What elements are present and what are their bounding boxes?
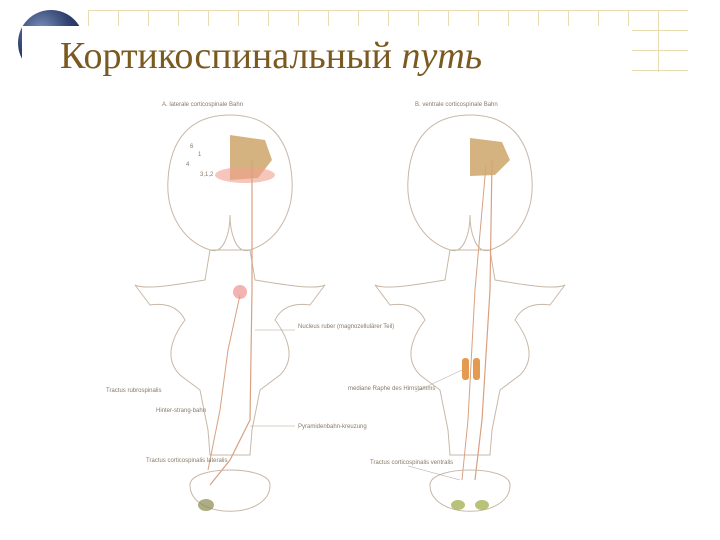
corticospinal-diagram: A. laterale corticospinale Bahn 1 4 3,1,… bbox=[106, 102, 566, 512]
right-motor-cortex bbox=[470, 138, 510, 176]
label-tractus-cs-ventralis: Tractus corticospinalis ventralis bbox=[370, 460, 453, 466]
left-panel: A. laterale corticospinale Bahn 1 4 3,1,… bbox=[106, 102, 394, 512]
right-heading: B. ventrale corticospinale Bahn bbox=[415, 102, 498, 108]
title-box bbox=[22, 26, 632, 82]
label-nucleus-ruber: Nucleus ruber (magnozellulärer Teil) bbox=[298, 324, 394, 330]
region-label-4: 4 bbox=[186, 162, 190, 168]
right-ventral-horn bbox=[451, 500, 465, 510]
region-label-6: 6 bbox=[190, 144, 194, 150]
title-italic: путь bbox=[401, 35, 483, 77]
left-heading: A. laterale corticospinale Bahn bbox=[162, 102, 243, 108]
label-tractus-cs-lateralis: Tractus corticospinalis lateralis bbox=[146, 458, 227, 464]
label-hinterstrangbahn: Hinter-strang-bahn bbox=[156, 408, 206, 414]
slide-title: Кортикоспинальный путь bbox=[60, 34, 482, 78]
left-brainstem bbox=[134, 249, 326, 456]
label-raphe: mediane Raphe des Hirnstamms bbox=[348, 386, 435, 392]
label-pyramidenbahnkreuzung: Pyramidenbahn-kreuzung bbox=[298, 424, 367, 430]
right-brainstem bbox=[374, 249, 566, 456]
left-ventral-horn bbox=[198, 499, 214, 511]
right-tract-main bbox=[474, 159, 493, 481]
right-raphe-right bbox=[473, 358, 480, 380]
title-banner: Кортикоспинальный путь bbox=[0, 0, 720, 82]
region-label-1: 1 bbox=[198, 152, 202, 158]
right-raphe-left bbox=[462, 358, 469, 380]
left-internal-capsule bbox=[215, 167, 275, 183]
region-label-312: 3,1,2 bbox=[200, 172, 214, 178]
left-tract-main bbox=[209, 160, 253, 486]
right-panel: B. ventrale corticospinale Bahn mediane … bbox=[348, 102, 566, 512]
right-tract-second bbox=[461, 164, 487, 481]
left-tract-rubro bbox=[207, 294, 241, 471]
right-ventral-horn-2 bbox=[475, 500, 489, 510]
right-spinal-cord bbox=[429, 469, 511, 512]
label-tractus-rubrospinalis: Tractus rubrospinalis bbox=[106, 388, 161, 394]
title-regular: Кортикоспинальный bbox=[60, 35, 392, 77]
left-cerebrum bbox=[167, 114, 293, 252]
right-cerebrum bbox=[407, 114, 533, 252]
nucleus-ruber bbox=[233, 285, 247, 299]
